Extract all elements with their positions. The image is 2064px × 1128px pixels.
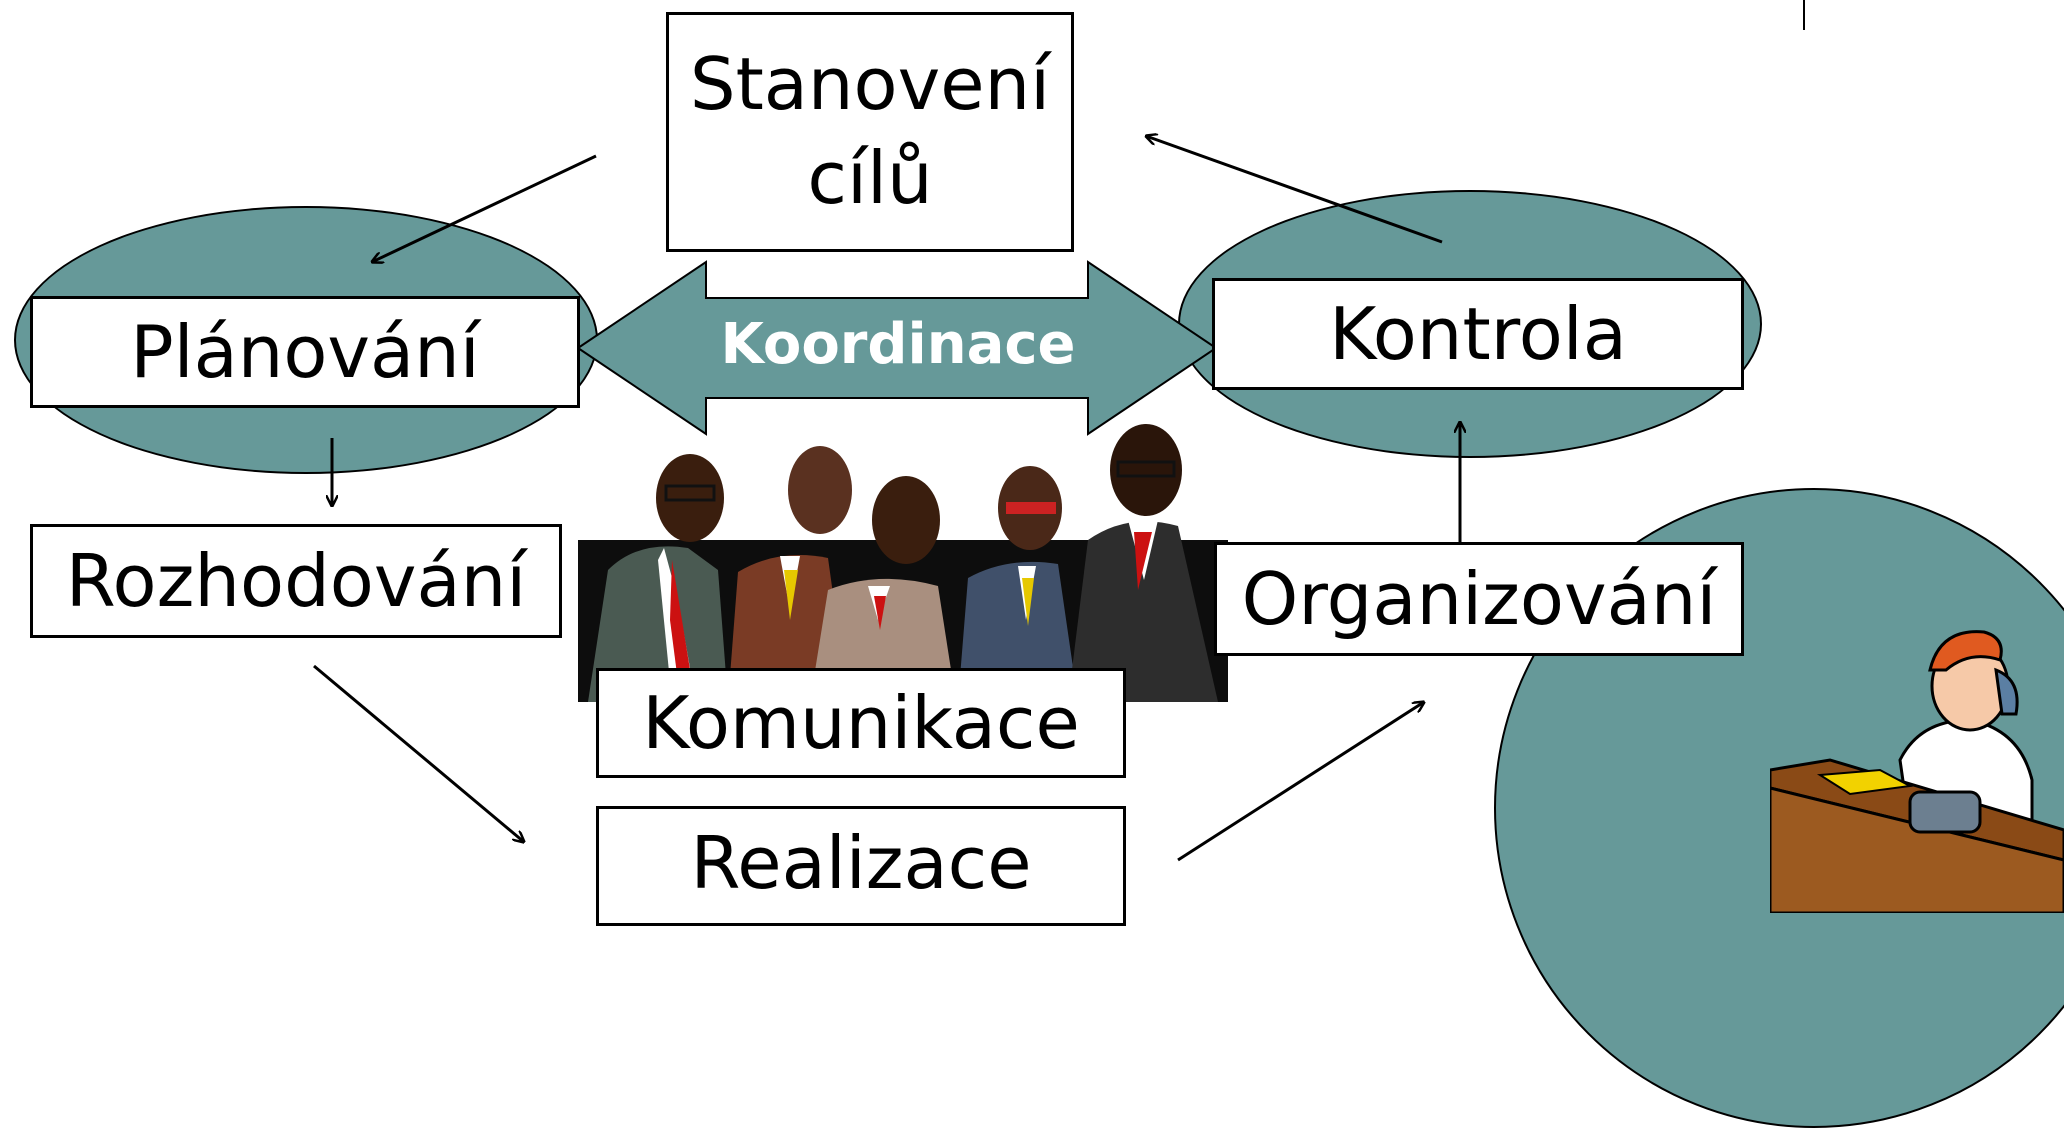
arrow-goals-to-planning [372,154,597,262]
node-decision: Rozhodování [30,524,562,638]
node-control: Kontrola [1212,278,1744,390]
man-on-phone-clipart [1770,630,2064,913]
node-goals-line2: cílů [807,136,933,220]
arrow-control-to-goals [1146,136,1443,244]
node-goals-line1: Stanovení [689,42,1051,127]
node-organizing: Organizování [1214,542,1744,656]
arrow-realization-to-organizing [1177,702,1424,862]
node-goals: Stanovení cílů [666,12,1074,252]
node-communication: Komunikace [596,668,1126,778]
node-planning: Plánování [30,296,580,408]
connector-arrows [313,0,1805,862]
arrow-decision-to-realization [313,664,524,842]
node-realization: Realizace [596,806,1126,926]
coordination-label: Koordinace [720,312,1076,377]
